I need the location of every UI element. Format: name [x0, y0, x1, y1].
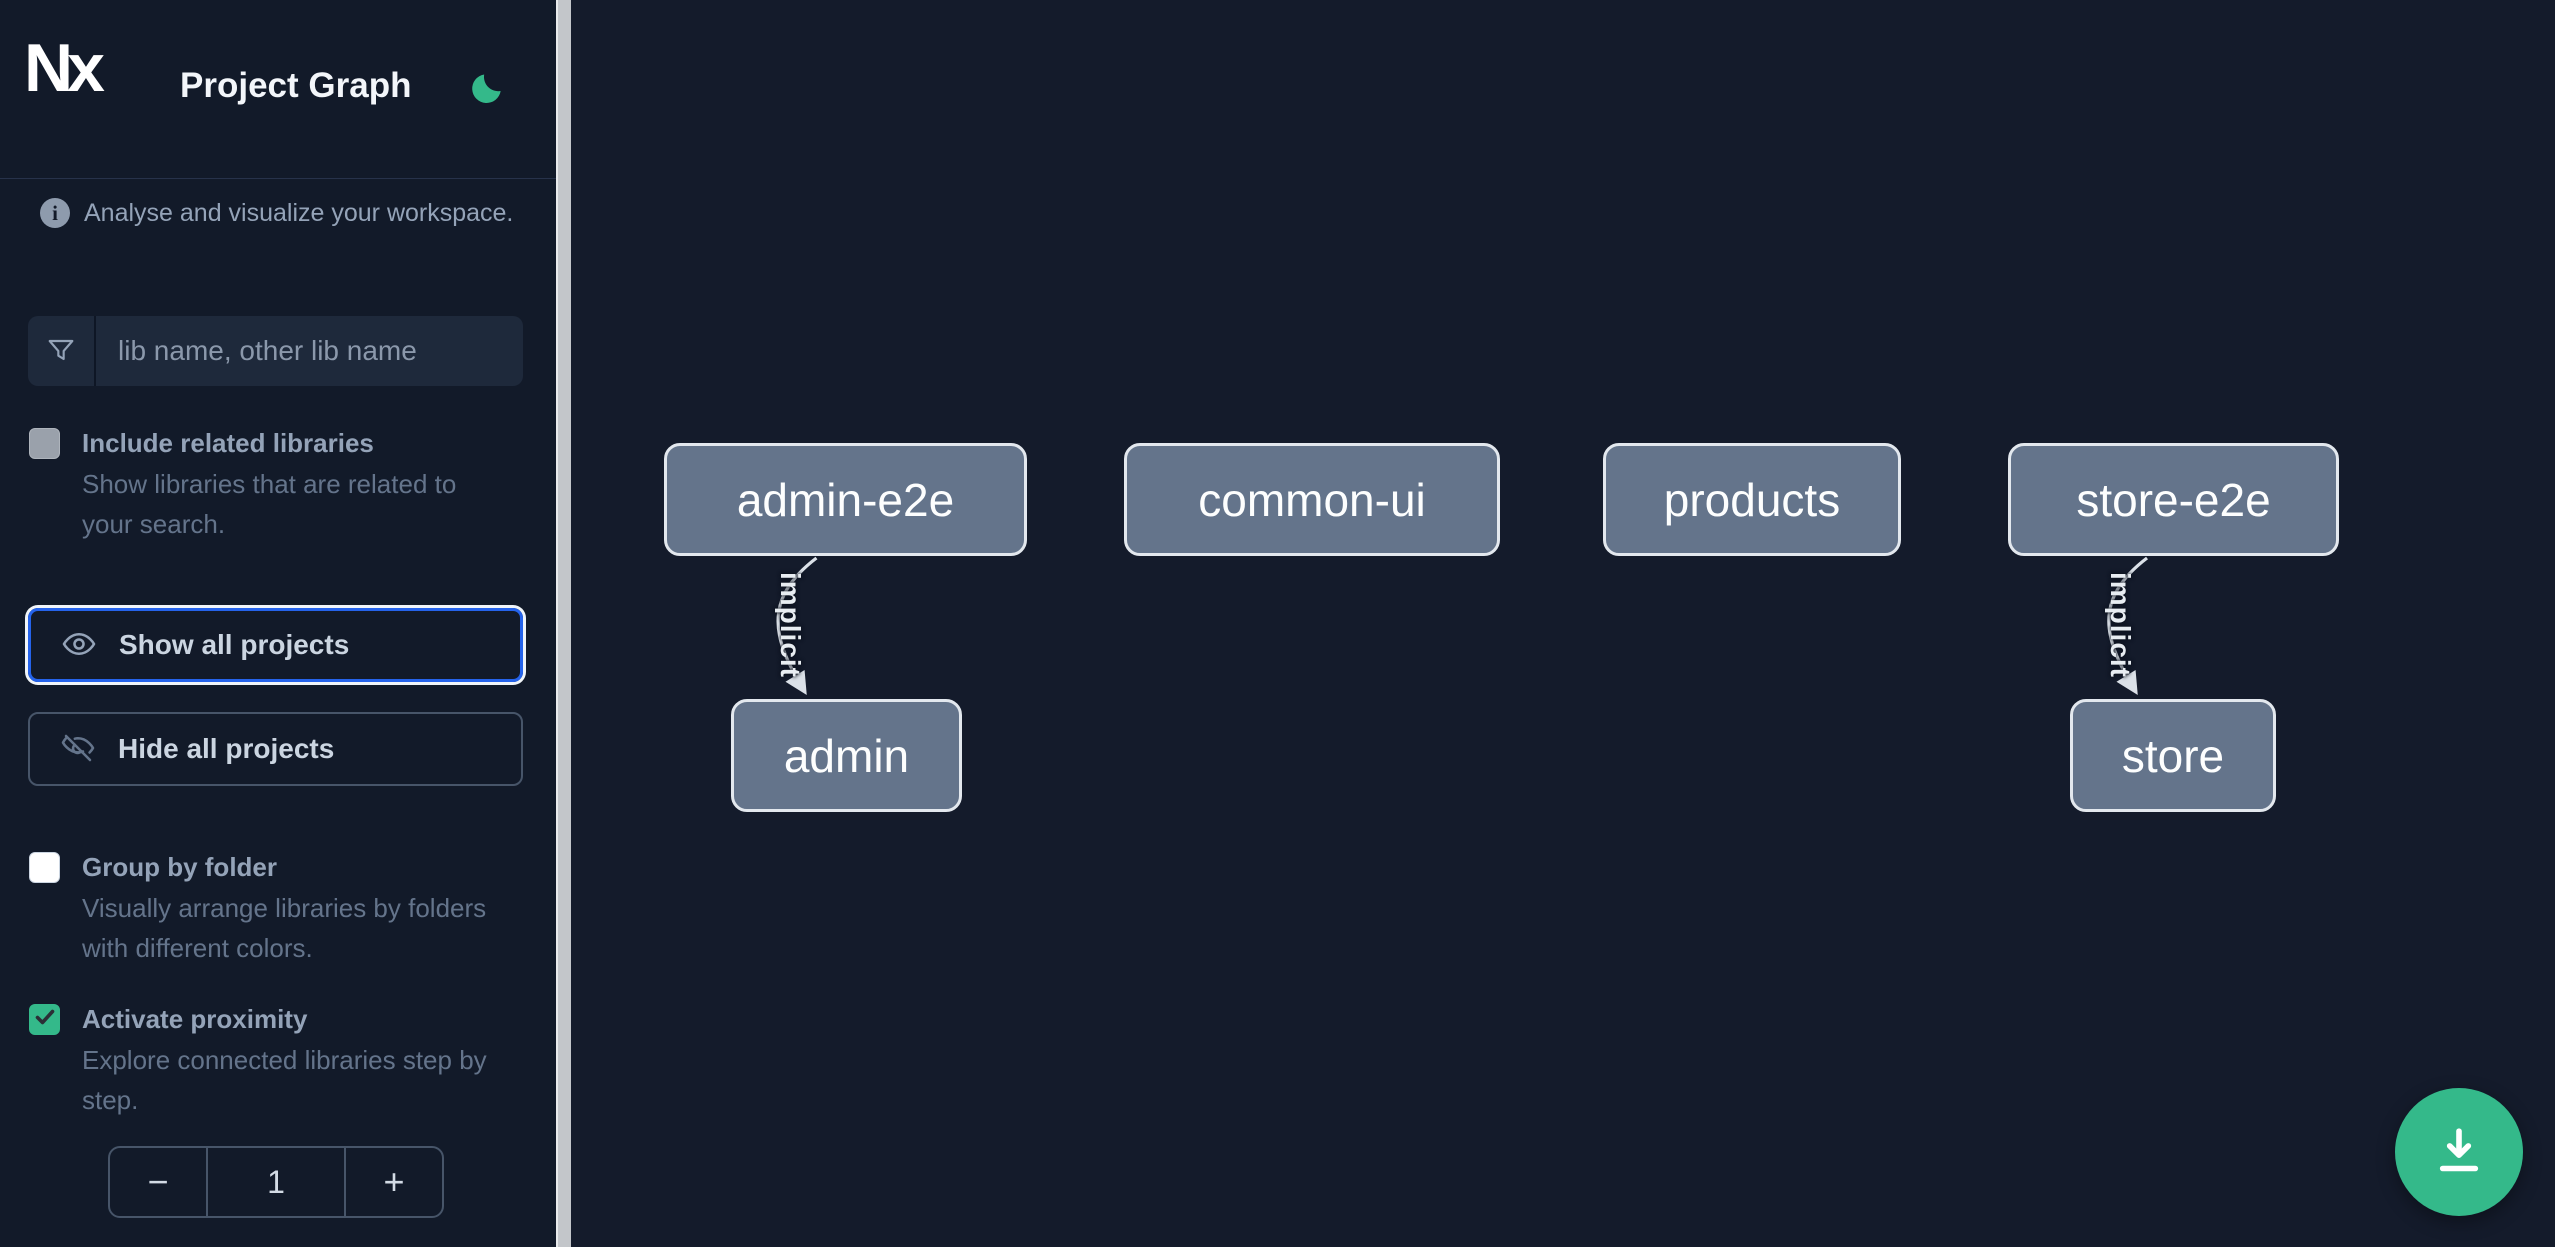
workspace-info-text: Analyse and visualize your workspace.: [84, 198, 514, 227]
graph-node-products[interactable]: products: [1603, 443, 1901, 556]
edge-label-store-e2e-store: implicit: [2105, 571, 2137, 679]
activate-proximity-title: Activate proximity: [82, 1004, 308, 1034]
theme-toggle-button[interactable]: [466, 68, 508, 110]
option-activate-proximity: Activate proximity Explore connected lib…: [28, 1000, 506, 1120]
sidebar: Nx Project Graph i Analyse and visualize…: [0, 0, 558, 1247]
edge-label-admin-e2e-admin: implicit: [774, 571, 806, 679]
graph-node-common-ui[interactable]: common-ui: [1124, 443, 1500, 556]
option-group-by-folder: Group by folder Visually arrange librari…: [28, 848, 506, 968]
checkmark-icon: [33, 1005, 57, 1034]
nx-logo: Nx: [24, 30, 105, 106]
workspace-info: i Analyse and visualize your workspace.: [40, 198, 530, 228]
info-icon: i: [40, 198, 70, 228]
eye-off-icon: [60, 730, 96, 769]
hide-all-projects-label: Hide all projects: [118, 733, 335, 764]
moon-icon: [466, 69, 508, 109]
group-by-folder-description: Visually arrange libraries by folders wi…: [82, 893, 487, 963]
increment-button[interactable]: +: [344, 1148, 442, 1216]
save-image-button[interactable]: [2395, 1088, 2523, 1216]
include-related-checkbox[interactable]: [29, 428, 60, 459]
group-by-folder-title: Group by folder: [82, 852, 277, 882]
proximity-stepper: − 1 +: [108, 1146, 444, 1218]
option-include-related: Include related libraries Show libraries…: [28, 424, 506, 544]
graph-node-store[interactable]: store: [2070, 699, 2276, 812]
show-all-projects-label: Show all projects: [119, 629, 350, 660]
proximity-value: 1: [267, 1163, 285, 1200]
sidebar-scrollbar[interactable]: [558, 0, 571, 1247]
search-box: [28, 316, 523, 386]
sidebar-divider: [556, 0, 558, 1247]
show-all-projects-button[interactable]: Show all projects: [28, 608, 523, 682]
graph-node-admin-e2e[interactable]: admin-e2e: [664, 443, 1027, 556]
sidebar-header: Nx Project Graph: [0, 0, 558, 179]
decrement-button[interactable]: −: [110, 1148, 208, 1216]
include-related-description: Show libraries that are related to your …: [82, 469, 457, 539]
search-input[interactable]: [96, 316, 523, 386]
eye-icon: [61, 626, 97, 665]
graph-node-admin[interactable]: admin: [731, 699, 962, 812]
group-by-folder-checkbox[interactable]: [29, 852, 60, 883]
download-icon: [2431, 1123, 2487, 1182]
hide-all-projects-button[interactable]: Hide all projects: [28, 712, 523, 786]
include-related-title: Include related libraries: [82, 428, 374, 458]
page-title: Project Graph: [180, 66, 412, 105]
graph-node-store-e2e[interactable]: store-e2e: [2008, 443, 2339, 556]
activate-proximity-checkbox[interactable]: [29, 1004, 60, 1035]
activate-proximity-description: Explore connected libraries step by step…: [82, 1045, 487, 1115]
graph-canvas[interactable]: [571, 0, 2555, 1247]
filter-icon: [28, 316, 96, 386]
